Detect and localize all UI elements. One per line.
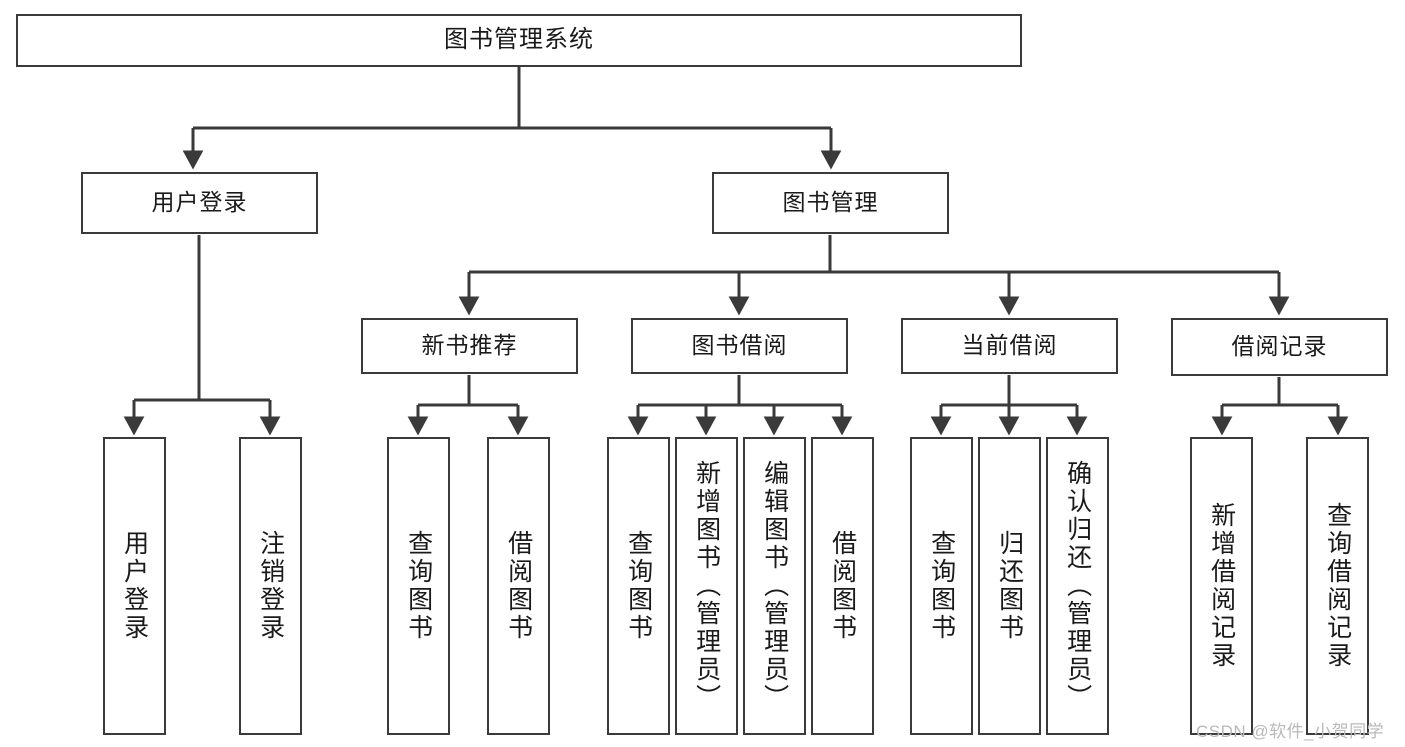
node-book-management[interactable]: 图书管理: [712, 172, 949, 234]
leaf-book-borrow-1[interactable]: 查询图书: [607, 437, 670, 735]
leaf-user-login-2-label: 注销登录: [256, 530, 285, 642]
node-current-borrow-label: 当前借阅: [961, 332, 1058, 359]
leaf-current-borrow-3[interactable]: 确认归还（管理员）: [1046, 437, 1109, 735]
node-book-borrow-label: 图书借阅: [691, 332, 788, 359]
node-borrow-record-label: 借阅记录: [1231, 333, 1328, 360]
node-user-login-label: 用户登录: [151, 189, 248, 216]
node-borrow-record[interactable]: 借阅记录: [1171, 318, 1388, 376]
leaf-current-borrow-3-label: 确认归还（管理员）: [1063, 460, 1092, 712]
leaf-borrow-record-1-label: 新增借阅记录: [1207, 502, 1236, 670]
leaf-current-borrow-2[interactable]: 归还图书: [978, 437, 1041, 735]
leaf-book-borrow-2-label: 新增图书（管理员）: [692, 460, 721, 712]
leaf-new-book-2[interactable]: 借阅图书: [487, 437, 550, 735]
leaf-new-book-2-label: 借阅图书: [504, 530, 533, 642]
leaf-book-borrow-1-label: 查询图书: [624, 530, 653, 642]
node-current-borrow[interactable]: 当前借阅: [901, 318, 1118, 374]
leaf-book-borrow-4-label: 借阅图书: [828, 530, 857, 642]
node-root[interactable]: 图书管理系统: [16, 14, 1022, 67]
node-new-book-recommend-label: 新书推荐: [421, 332, 518, 359]
leaf-current-borrow-1[interactable]: 查询图书: [910, 437, 973, 735]
watermark-text: CSDN @软件_小贺同学: [1196, 722, 1385, 741]
leaf-book-borrow-4[interactable]: 借阅图书: [811, 437, 874, 735]
leaf-borrow-record-2-label: 查询借阅记录: [1323, 502, 1352, 670]
leaf-book-borrow-3[interactable]: 编辑图书（管理员）: [743, 437, 806, 735]
leaf-user-login-1[interactable]: 用户登录: [103, 437, 166, 735]
node-new-book-recommend[interactable]: 新书推荐: [361, 318, 578, 374]
leaf-borrow-record-2[interactable]: 查询借阅记录: [1306, 437, 1369, 735]
leaf-current-borrow-2-label: 归还图书: [995, 530, 1024, 642]
leaf-book-borrow-3-label: 编辑图书（管理员）: [760, 460, 789, 712]
node-book-management-label: 图书管理: [782, 189, 879, 216]
leaf-new-book-1-label: 查询图书: [404, 530, 433, 642]
node-book-borrow[interactable]: 图书借阅: [631, 318, 848, 374]
leaf-book-borrow-2[interactable]: 新增图书（管理员）: [675, 437, 738, 735]
node-user-login[interactable]: 用户登录: [81, 172, 318, 234]
node-root-label: 图书管理系统: [444, 26, 594, 54]
leaf-new-book-1[interactable]: 查询图书: [387, 437, 450, 735]
leaf-current-borrow-1-label: 查询图书: [927, 530, 956, 642]
leaf-user-login-1-label: 用户登录: [120, 530, 149, 642]
leaf-borrow-record-1[interactable]: 新增借阅记录: [1190, 437, 1253, 735]
leaf-user-login-2[interactable]: 注销登录: [239, 437, 302, 735]
